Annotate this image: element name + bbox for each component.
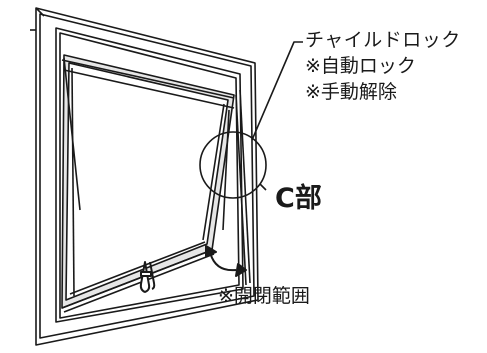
handle-icon	[139, 261, 156, 293]
detail-circle-c	[199, 131, 267, 199]
opening-range-arrow	[205, 245, 247, 277]
auto-lock-label: ※自動ロック	[305, 55, 416, 77]
manual-release-label: ※手動解除	[305, 81, 397, 103]
child-lock-title: チャイルドロック	[305, 29, 461, 51]
right-jamb	[222, 89, 251, 286]
open-sash	[61, 54, 235, 313]
detail-c-label: C部	[275, 183, 322, 214]
leader-line	[251, 41, 303, 141]
opening-range-label: ※開閉範囲	[218, 285, 310, 307]
